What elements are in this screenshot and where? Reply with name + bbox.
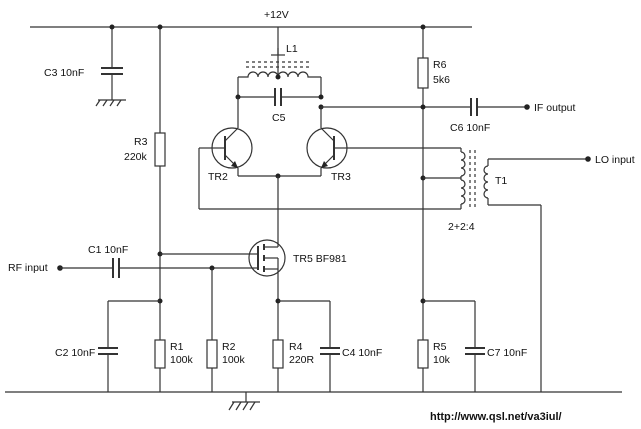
if-output-label: IF output — [534, 102, 576, 114]
inductor-l1 — [237, 27, 322, 97]
r4-name: R4 — [289, 341, 303, 353]
c1-label: C1 10nF — [88, 244, 128, 256]
r3-value: 220k — [124, 151, 148, 163]
ground-symbol-main — [228, 392, 260, 411]
resistor-r3 — [154, 27, 166, 340]
r5-name: R5 — [433, 341, 447, 353]
c5-label: C5 — [272, 112, 286, 124]
r6-value: 5k6 — [433, 74, 450, 86]
capacitor-c7 — [423, 300, 485, 392]
transistor-tr2 — [211, 97, 253, 176]
ground-symbol-c3 — [95, 99, 126, 107]
r3-name: R3 — [134, 136, 148, 148]
resistor-r4 — [272, 339, 284, 392]
c6-label: C6 10nF — [450, 122, 490, 134]
rf-input-label: RF input — [8, 262, 48, 274]
c2-label: C2 10nF — [55, 347, 95, 359]
capacitor-c5 — [238, 88, 321, 106]
capacitor-c3 — [101, 27, 123, 100]
lo-input-label: LO input — [595, 154, 635, 166]
capacitor-c4 — [278, 300, 340, 392]
supply-label: +12V — [264, 9, 289, 21]
r2-name: R2 — [222, 341, 236, 353]
if-output-terminal[interactable] — [524, 104, 530, 110]
resistor-r1 — [154, 339, 166, 392]
transformer-t1 — [423, 148, 588, 392]
c7-label: C7 10nF — [487, 347, 527, 359]
r5-value: 10k — [433, 354, 451, 366]
r1-name: R1 — [170, 341, 184, 353]
tr3-label: TR3 — [331, 171, 351, 183]
lo-input-terminal[interactable] — [585, 156, 591, 162]
c4-label: C4 10nF — [342, 347, 382, 359]
t1-label: T1 — [495, 175, 507, 187]
transistor-tr3 — [306, 107, 350, 176]
r2-value: 100k — [222, 354, 246, 366]
resistor-r6 — [417, 27, 429, 340]
r6-name: R6 — [433, 59, 447, 71]
r4-value: 220R — [289, 354, 315, 366]
resistor-r5 — [417, 339, 429, 392]
resistor-r2 — [206, 268, 218, 392]
r1-value: 100k — [170, 354, 194, 366]
c3-label: C3 10nF — [44, 67, 84, 79]
capacitor-c2 — [98, 300, 160, 392]
l1-label: L1 — [286, 43, 298, 55]
source-url[interactable]: http://www.qsl.net/va3iul/ — [430, 411, 562, 423]
tr2-label: TR2 — [208, 171, 228, 183]
mosfet-tr5 — [248, 238, 286, 278]
capacitor-c6 — [321, 98, 527, 116]
capacitor-c1 — [60, 258, 250, 278]
t1-ratio-label: 2+2:4 — [448, 221, 475, 233]
tr5-label: TR5 BF981 — [293, 253, 347, 265]
